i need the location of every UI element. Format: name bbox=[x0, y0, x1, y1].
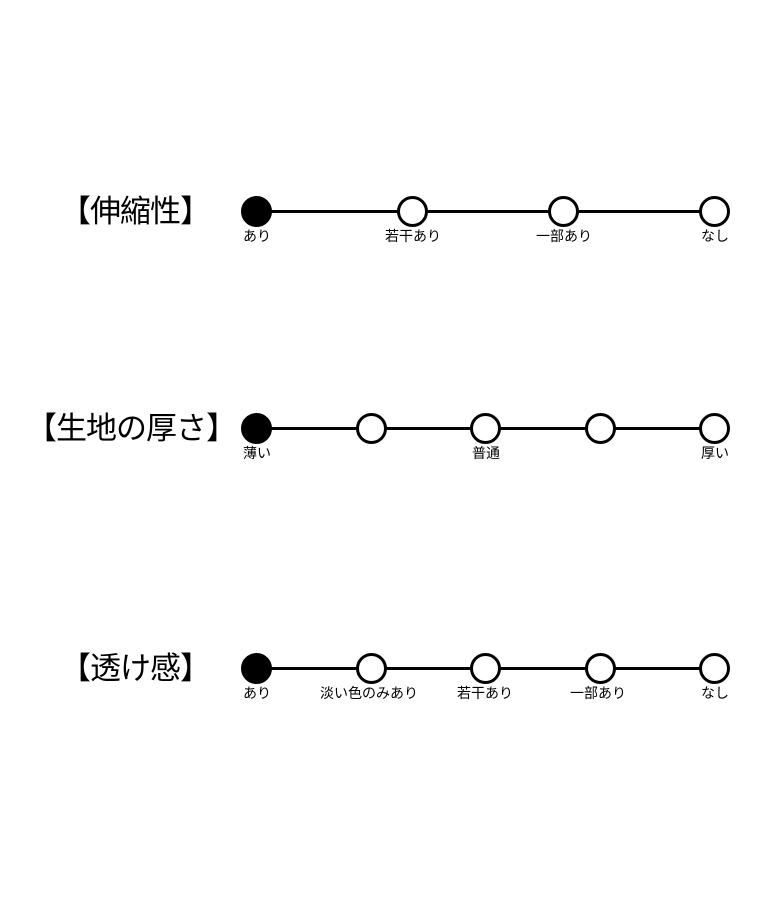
thickness-row: 【生地の厚さ】 薄い 普通 厚い bbox=[0, 399, 768, 479]
stretch-dot-1 bbox=[240, 196, 272, 227]
stretch-label-3: 一部あり bbox=[536, 229, 592, 245]
stretch-dot-2 bbox=[396, 196, 428, 227]
transparency-label-2: 淡い色のみあり bbox=[320, 686, 418, 702]
thickness-dot-2 bbox=[355, 413, 387, 444]
transparency-dot-3 bbox=[469, 653, 501, 684]
stretch-scale: あり 若干あり 一部あり なし bbox=[0, 196, 768, 290]
transparency-row: 【透け感】 あり 淡い色のみあり 若干あり 一部あり なし bbox=[0, 639, 768, 719]
stretch-row: 【伸縮性】 あり 若干あり 一部あり なし bbox=[0, 182, 768, 262]
transparency-dot-4 bbox=[584, 653, 616, 684]
transparency-scale: あり 淡い色のみあり 若干あり 一部あり なし bbox=[0, 653, 768, 747]
transparency-dot-5 bbox=[698, 653, 730, 684]
stretch-label-1: あり bbox=[243, 229, 271, 245]
thickness-dot-4 bbox=[584, 413, 616, 444]
transparency-label-4: 一部あり bbox=[570, 686, 626, 702]
transparency-dot-2 bbox=[355, 653, 387, 684]
thickness-scale: 薄い 普通 厚い bbox=[0, 413, 768, 507]
transparency-dot-1 bbox=[240, 653, 272, 684]
thickness-label-5: 厚い bbox=[701, 446, 729, 462]
stretch-label-2: 若干あり bbox=[385, 229, 441, 245]
stretch-dot-4 bbox=[698, 196, 730, 227]
thickness-title: 【生地の厚さ】 bbox=[26, 411, 237, 447]
transparency-title: 【透け感】 bbox=[60, 651, 211, 687]
transparency-label-3: 若干あり bbox=[457, 686, 513, 702]
stretch-dot-3 bbox=[547, 196, 579, 227]
thickness-dot-3 bbox=[469, 413, 501, 444]
stretch-scale-line bbox=[256, 210, 714, 213]
thickness-dot-5 bbox=[698, 413, 730, 444]
thickness-dot-1 bbox=[240, 413, 272, 444]
transparency-label-1: あり bbox=[243, 686, 271, 702]
stretch-label-4: なし bbox=[701, 229, 729, 245]
stretch-title: 【伸縮性】 bbox=[60, 194, 211, 230]
thickness-label-3: 普通 bbox=[472, 446, 500, 462]
transparency-label-5: なし bbox=[701, 686, 729, 702]
thickness-label-1: 薄い bbox=[243, 446, 271, 462]
